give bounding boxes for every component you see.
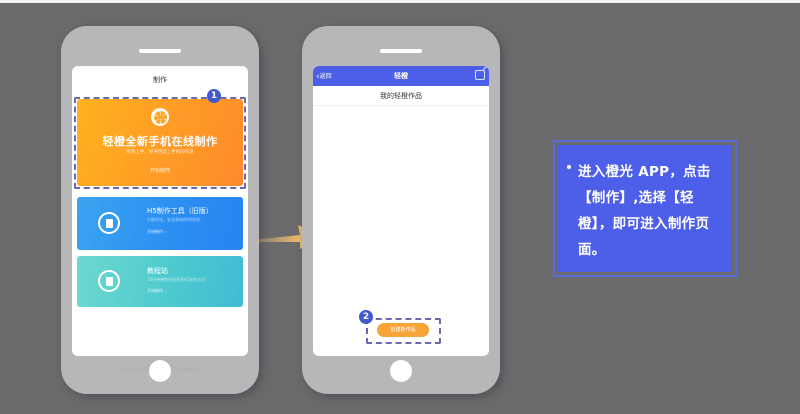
- create-work-button[interactable]: 创建新作品: [377, 323, 429, 337]
- document-icon: [98, 270, 120, 292]
- card-tutorial[interactable]: 教程站 10分钟带你快速熟悉H5制作方式 开始制作 ›: [77, 256, 243, 307]
- instruction-text: 进入橙光 APP，点击【制作】,选择【轻橙】，即可进入制作页面。: [578, 164, 711, 258]
- back-label: 返回: [319, 73, 332, 80]
- nav-bar: ‹返回 轻橙: [313, 66, 489, 86]
- featured-card-qingcheng[interactable]: 轻橙全新手机在线制作 简单上手，好评热度上手机的作品 开始制作: [77, 99, 243, 186]
- card-title: H5制作工具（旧版）: [147, 207, 213, 215]
- step-badge-1: 1: [207, 89, 221, 103]
- phone-speaker: [380, 49, 422, 53]
- phone-speaker: [139, 49, 181, 53]
- home-button: [149, 360, 171, 382]
- instruction-panel: 进入橙光 APP，点击【制作】,选择【轻橙】，即可进入制作页面。: [558, 145, 732, 272]
- featured-card-title: 轻橙全新手机在线制作: [102, 135, 218, 148]
- phone-mockup-qingcheng: ‹返回 轻橙 我的轻橙作品 创建新作品 2: [302, 26, 500, 394]
- home-button: [390, 360, 412, 382]
- bullet-icon: [567, 165, 571, 169]
- phone-mockup-make: 制作 轻橙全新手机在线制作 简单上手，好评热度上手机的作品 开始制作 1 H5制…: [61, 26, 259, 394]
- instruction-box: 进入橙光 APP，点击【制作】,选择【轻橙】，即可进入制作页面。: [553, 140, 737, 277]
- phone-screen-qingcheng: ‹返回 轻橙 我的轻橙作品 创建新作品 2: [313, 66, 489, 356]
- orange-slice-icon: [151, 108, 169, 126]
- card-subtitle: 10分钟带你快速熟悉H5制作方式: [147, 277, 206, 282]
- screen-title: 制作: [153, 76, 167, 84]
- share-icon[interactable]: [475, 70, 485, 80]
- page-title: 我的轻橙作品: [313, 86, 489, 106]
- chevron-left-icon: ‹: [316, 72, 320, 82]
- nav-title: 轻橙: [394, 72, 408, 80]
- card-action[interactable]: 开始制作 ›: [147, 288, 166, 293]
- card-h5-tool[interactable]: H5制作工具（旧版） 大屏优化，安全高效的H5制作 开始制作 ›: [77, 197, 243, 250]
- card-subtitle: 大屏优化，安全高效的H5制作: [147, 217, 201, 222]
- featured-card-subtitle: 简单上手，好评热度上手机的作品: [126, 150, 194, 155]
- document-icon: [98, 212, 120, 234]
- card-action[interactable]: 开始制作 ›: [147, 229, 166, 234]
- top-strip: [0, 0, 800, 3]
- featured-card-action[interactable]: 开始制作: [149, 168, 170, 174]
- back-button[interactable]: ‹返回: [316, 71, 332, 82]
- card-title: 教程站: [147, 267, 168, 275]
- step-badge-2: 2: [359, 310, 373, 324]
- phone-screen-make: 制作 轻橙全新手机在线制作 简单上手，好评热度上手机的作品 开始制作 1 H5制…: [72, 66, 248, 372]
